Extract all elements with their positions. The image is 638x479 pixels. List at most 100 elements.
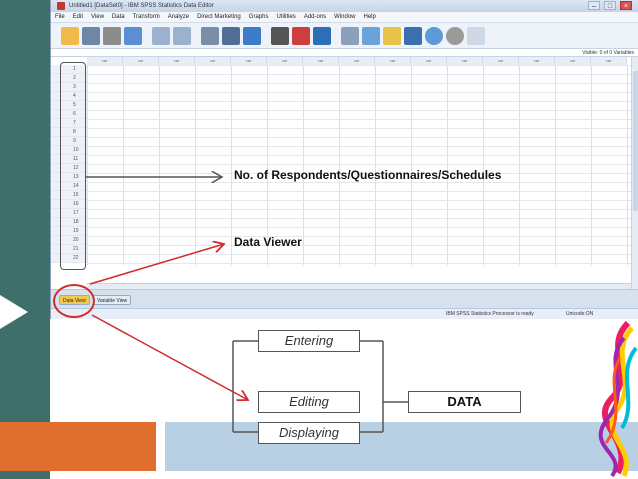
insert-variable-icon[interactable] (313, 26, 331, 45)
column-header[interactable]: var (411, 57, 447, 65)
close-button[interactable]: × (620, 1, 632, 10)
toolbar (51, 23, 638, 49)
row-number[interactable]: 17 (51, 209, 87, 218)
slide-left-band (0, 0, 50, 479)
save-icon[interactable] (82, 26, 100, 45)
entering-box: Entering (258, 330, 360, 352)
redo-icon[interactable] (173, 26, 191, 45)
column-header[interactable]: var (555, 57, 591, 65)
row-number[interactable]: 14 (51, 182, 87, 191)
split-file-icon[interactable] (341, 26, 359, 45)
row-number[interactable]: 10 (51, 146, 87, 155)
data-viewer-annotation: Data Viewer (234, 235, 302, 249)
row-number[interactable]: 19 (51, 227, 87, 236)
slide-bottom-blue-bar (165, 422, 638, 471)
find-icon[interactable] (271, 26, 289, 45)
row-number[interactable]: 15 (51, 191, 87, 200)
row-number[interactable]: 22 (51, 254, 87, 263)
column-header[interactable]: var (303, 57, 339, 65)
slide-notch (0, 295, 28, 329)
open-icon[interactable] (61, 26, 79, 45)
title-bar: Untitled1 [DataSet0] - IBM SPSS Statisti… (51, 0, 638, 12)
row-number[interactable]: 13 (51, 173, 87, 182)
menu-utilities[interactable]: Utilities (276, 14, 296, 20)
vertical-scroll-thumb[interactable] (633, 71, 638, 211)
column-header[interactable]: var (519, 57, 555, 65)
weight-cases-icon[interactable] (362, 26, 380, 45)
menu-help[interactable]: Help (363, 14, 376, 20)
row-number[interactable]: 16 (51, 200, 87, 209)
menu-graphs[interactable]: Graphs (248, 14, 269, 20)
column-header[interactable]: var (339, 57, 375, 65)
editing-box: Editing (258, 391, 360, 413)
minimize-button[interactable]: – (588, 1, 600, 10)
row-number[interactable]: 8 (51, 128, 87, 137)
undo-icon[interactable] (152, 26, 170, 45)
row-number[interactable]: 7 (51, 119, 87, 128)
column-header[interactable]: var (483, 57, 519, 65)
insert-cases-icon[interactable] (292, 26, 310, 45)
maximize-button[interactable]: □ (604, 1, 616, 10)
menu-edit[interactable]: Edit (72, 14, 84, 20)
value-labels-icon[interactable] (404, 26, 422, 45)
goto-variable-icon[interactable] (222, 26, 240, 45)
menu-view[interactable]: View (91, 14, 104, 20)
column-header[interactable]: var (447, 57, 483, 65)
column-header[interactable]: var (123, 57, 159, 65)
row-number[interactable]: 9 (51, 137, 87, 146)
visible-variables-count: Visible: 0 of 0 Variables (582, 50, 634, 56)
vertical-scrollbar[interactable] (631, 57, 638, 289)
menu-data[interactable]: Data (111, 14, 125, 20)
tab-variable-view[interactable]: Variable View (93, 295, 132, 305)
column-header[interactable]: var (231, 57, 267, 65)
respondents-annotation: No. of Respondents/Questionnaires/Schedu… (234, 168, 502, 182)
grid-cells[interactable] (87, 65, 638, 265)
use-sets-icon[interactable] (425, 26, 443, 45)
row-number[interactable]: 2 (51, 74, 87, 83)
menu-bar: File Edit View Data Transform Analyze Di… (51, 12, 638, 23)
menu-analyze[interactable]: Analyze (167, 14, 190, 20)
window-title: Untitled1 [DataSet0] - IBM SPSS Statisti… (69, 3, 214, 9)
menu-transform[interactable]: Transform (132, 14, 160, 20)
data-box: DATA (408, 391, 521, 413)
show-all-icon[interactable] (446, 26, 464, 45)
row-number[interactable]: 11 (51, 155, 87, 164)
processor-status: IBM SPSS Statistics Processor is ready (446, 311, 534, 317)
processor-status-bar: IBM SPSS Statistics Processor is ready U… (51, 308, 638, 319)
horizontal-scrollbar[interactable] (87, 283, 631, 289)
slide-bottom-orange-bar (0, 422, 156, 471)
rainbow-swirl-decoration (598, 320, 638, 478)
column-header[interactable]: var (159, 57, 195, 65)
column-header[interactable]: var (87, 57, 123, 65)
row-number[interactable]: 3 (51, 83, 87, 92)
variables-icon[interactable] (243, 26, 261, 45)
unicode-status: Unicode:ON (566, 311, 594, 317)
row-number[interactable]: 21 (51, 245, 87, 254)
goto-case-icon[interactable] (201, 26, 219, 45)
column-header[interactable]: var (267, 57, 303, 65)
row-number[interactable]: 18 (51, 218, 87, 227)
column-header[interactable]: var (375, 57, 411, 65)
column-header[interactable]: var (591, 57, 627, 65)
abc-icon[interactable] (467, 26, 485, 45)
recall-dialog-icon[interactable] (124, 26, 142, 45)
row-number[interactable]: 1 (51, 65, 87, 74)
menu-window[interactable]: Window (334, 14, 356, 20)
menu-file[interactable]: File (55, 14, 65, 20)
data-view-tab-highlight-circle (53, 284, 95, 318)
row-number[interactable]: 20 (51, 236, 87, 245)
menu-direct-marketing[interactable]: Direct Marketing (197, 14, 241, 20)
print-icon[interactable] (103, 26, 121, 45)
menu-add-ons[interactable]: Add-ons (303, 14, 327, 20)
column-header[interactable]: var (195, 57, 231, 65)
displaying-box: Displaying (258, 422, 360, 444)
row-number[interactable]: 5 (51, 101, 87, 110)
row-number[interactable]: 6 (51, 110, 87, 119)
row-number[interactable]: 4 (51, 92, 87, 101)
spss-app-icon (57, 2, 65, 10)
select-cases-icon[interactable] (383, 26, 401, 45)
row-number[interactable]: 12 (51, 164, 87, 173)
